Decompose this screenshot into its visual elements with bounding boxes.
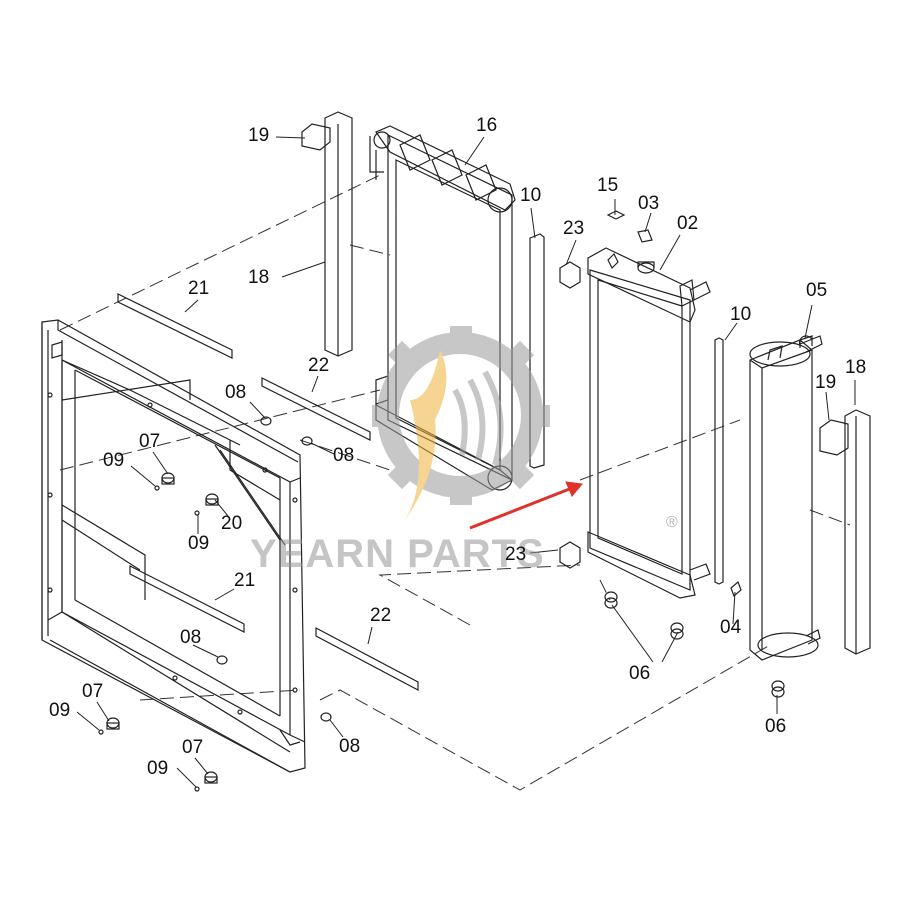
side-seals-and-blocks [301,111,871,655]
callout-15: 15 [597,175,619,196]
callout-18-left: 18 [248,267,270,288]
callout-08-top: 08 [225,382,247,403]
callout-07-top: 07 [139,431,161,452]
callout-22-top: 22 [308,355,330,376]
red-arrow [469,481,583,530]
callout-08-bottom: 08 [339,736,361,757]
callout-19-right: 19 [815,372,837,393]
callout-09-bottom: 09 [147,758,169,779]
callout-16: 16 [476,115,498,136]
gear-icon [377,332,543,498]
callout-21-top: 21 [188,278,210,299]
callout-09-lower: 09 [49,700,71,721]
callout-07-bottom: 07 [182,737,204,758]
callout-06-center: 06 [629,663,651,684]
watermark-logo [372,326,550,520]
seal-strips [117,293,419,691]
intercooler-05 [749,335,823,661]
callout-09-top: 09 [103,450,125,471]
callout-22-bottom: 22 [370,605,392,626]
callout-20: 20 [221,513,243,534]
callout-18-right: 18 [845,357,867,378]
callout-21-bottom: 21 [234,570,256,591]
hardware-fasteners [98,416,785,792]
radiator-02 [587,247,711,599]
callout-06-right: 06 [765,716,787,737]
callout-07-lower: 07 [82,681,104,702]
callout-04: 04 [720,617,742,638]
callout-19-left: 19 [248,125,270,146]
flame-icon [405,350,447,520]
callout-03: 03 [638,193,660,214]
callout-05: 05 [806,280,828,301]
callout-23-top: 23 [563,218,585,239]
watermark-text: YEARN PARTS [250,532,545,576]
registered-mark: ® [666,514,678,531]
callout-08-mid: 08 [333,445,355,466]
dashed-guide-lines [59,174,851,791]
callout-08-lower: 08 [180,627,202,648]
callout-02: 02 [677,213,699,234]
callout-10-rear: 10 [520,185,542,206]
radiator-frame [41,319,306,773]
callout-09-mid: 09 [188,533,210,554]
leader-lines [76,136,856,788]
callout-23-bottom: 23 [505,544,527,565]
callout-10-front: 10 [730,304,752,325]
